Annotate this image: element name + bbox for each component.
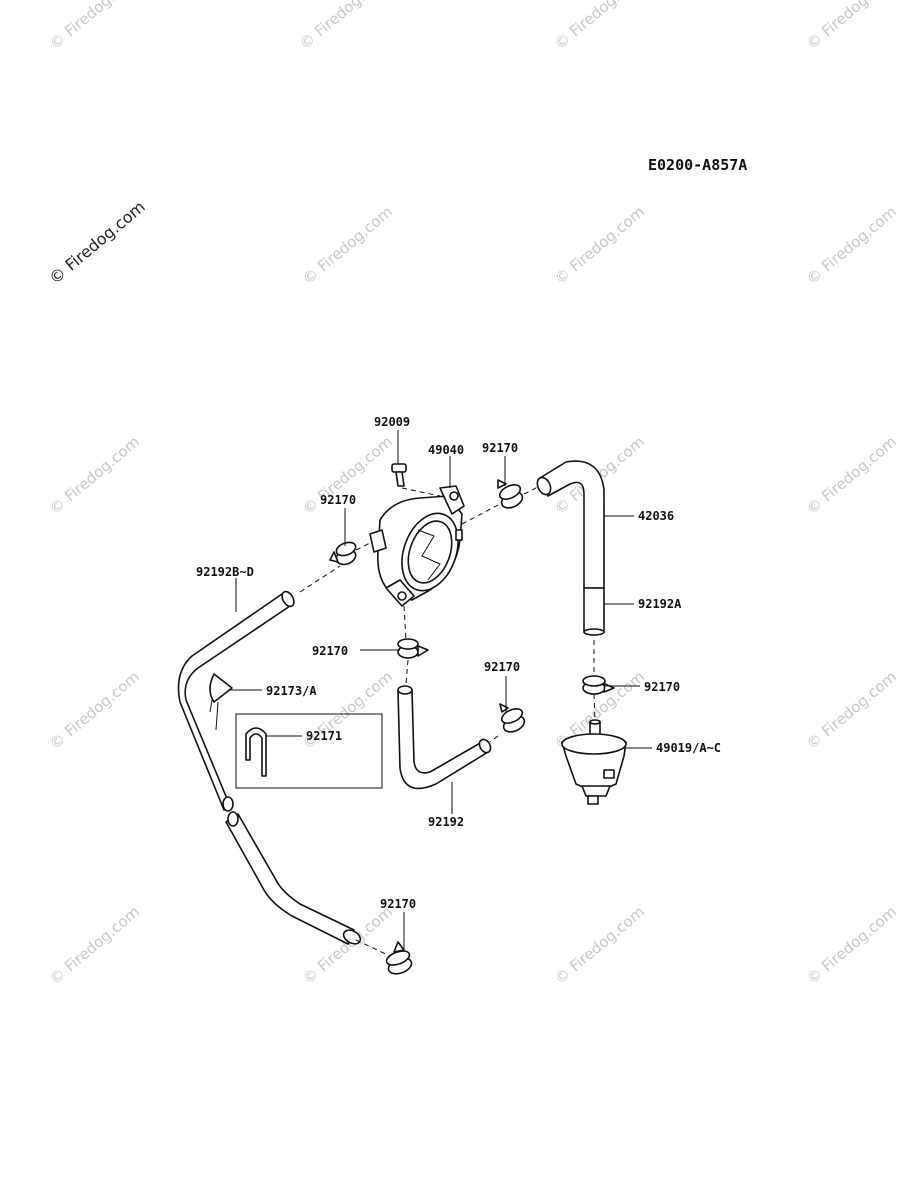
hose-92192 — [397, 685, 492, 790]
watermark-text: © Firedog.com — [551, 0, 648, 53]
label-49040[interactable]: 49040 — [428, 443, 464, 457]
label-92192BD[interactable]: 92192B~D — [196, 565, 254, 579]
watermark-text: © Firedog.com — [803, 668, 900, 753]
label-92170-top[interactable]: 92170 — [482, 441, 518, 455]
watermark-text: © Firedog.com — [551, 903, 648, 988]
clamp-92170-mid — [397, 638, 429, 659]
watermark-text: © Firedog.com — [803, 0, 900, 53]
watermark-text: © Firedog.com — [46, 0, 143, 53]
label-92192A[interactable]: 92192A — [638, 597, 682, 611]
hose-92192A — [583, 587, 605, 636]
label-92192[interactable]: 92192 — [428, 815, 464, 829]
label-92170-bottom[interactable]: 92170 — [380, 897, 416, 911]
hose-42036 — [536, 460, 605, 589]
clamp-92170-hose — [499, 703, 526, 733]
leader-lines — [228, 430, 652, 950]
clamp-92170-right — [582, 675, 615, 695]
fuel-pump-49040 — [369, 485, 465, 607]
clip-92173A — [209, 673, 233, 731]
inset-box-92171 — [235, 713, 383, 789]
clamp-92170-top — [497, 479, 524, 509]
fuel-filter-49019 — [561, 719, 627, 805]
part-labels: 92009 49040 92170 92170 42036 92192B~D 9… — [196, 415, 721, 911]
watermark-text: © Firedog.com — [299, 203, 396, 288]
label-92170-hose[interactable]: 92170 — [484, 660, 520, 674]
watermark-text: © Firedog.com — [551, 203, 648, 288]
watermark-text: © Firedog.com — [46, 903, 143, 988]
clamp-92170-left — [329, 541, 357, 566]
assembly-lines — [299, 485, 596, 957]
label-42036[interactable]: 42036 — [638, 509, 674, 523]
label-92170-right[interactable]: 92170 — [644, 680, 680, 694]
watermark-text: © Firedog.com — [46, 433, 143, 518]
watermark-text-main: © Firedog.com — [45, 197, 148, 288]
watermark-grid: © Firedog.com © Firedog.com © Firedog.co… — [45, 0, 900, 988]
watermark-text: © Firedog.com — [296, 0, 393, 53]
label-92171[interactable]: 92171 — [306, 729, 342, 743]
diagram-code: E0200-A857A — [648, 156, 747, 174]
label-92170-mid[interactable]: 92170 — [312, 644, 348, 658]
screw-92009 — [391, 463, 407, 487]
label-49019AC[interactable]: 49019/A~C — [656, 741, 721, 755]
label-92173A[interactable]: 92173/A — [266, 684, 317, 698]
watermark-text: © Firedog.com — [803, 433, 900, 518]
watermark-text: © Firedog.com — [803, 903, 900, 988]
watermark-text: © Firedog.com — [803, 203, 900, 288]
clamp-92170-bottom — [385, 941, 413, 975]
watermark-text: © Firedog.com — [46, 668, 143, 753]
label-92170-left[interactable]: 92170 — [320, 493, 356, 507]
label-92009[interactable]: 92009 — [374, 415, 410, 429]
